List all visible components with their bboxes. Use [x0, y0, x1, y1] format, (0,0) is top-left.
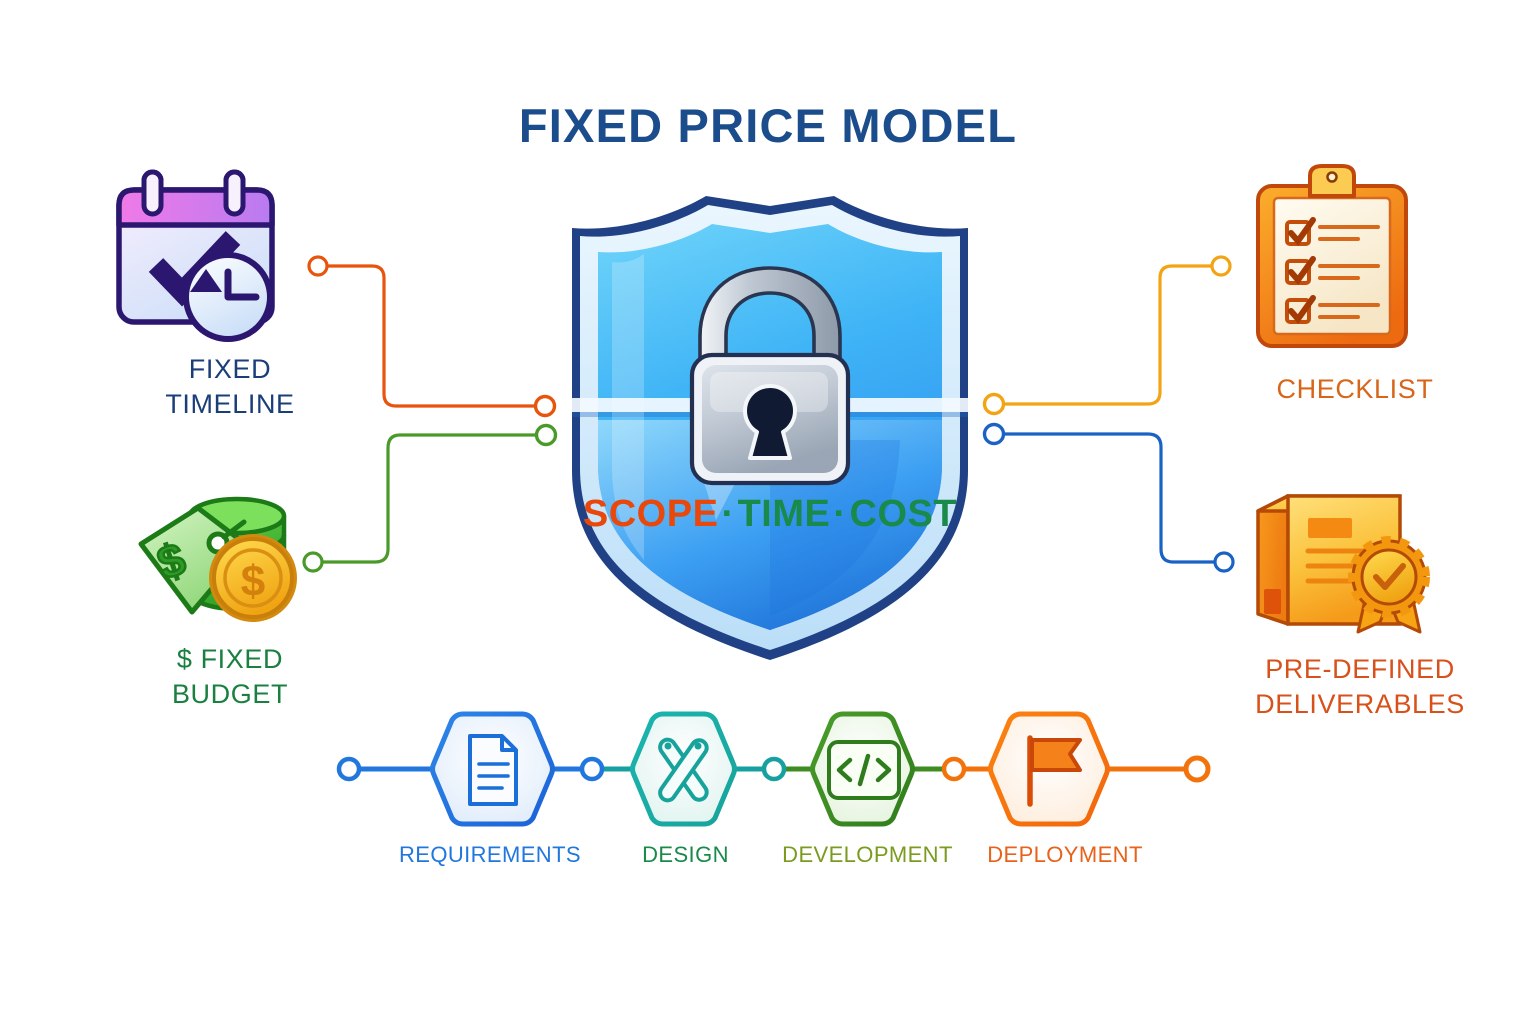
- connector-fixed-budget: [302, 423, 558, 573]
- pipeline-node-3: [941, 756, 967, 782]
- connector-node-deliverables-start: [982, 422, 1006, 446]
- pipeline-node-end: [1183, 755, 1211, 783]
- connector-node-timeline-start: [307, 255, 329, 277]
- feature-label-pre-defined-deliverables: PRE-DEFINED DELIVERABLES: [1255, 654, 1465, 719]
- connector-node-budget-end: [534, 423, 558, 447]
- connector-deliverables: [982, 422, 1235, 573]
- page-title: FIXED PRICE MODEL: [518, 99, 1018, 152]
- caption-separator-2: ·: [833, 493, 847, 535]
- pipeline-stage-design[interactable]: [630, 711, 737, 827]
- document-icon: [468, 734, 518, 806]
- pencil-ruler-icon: [658, 737, 709, 803]
- pipeline-label-design: DESIGN: [642, 842, 729, 867]
- flag-icon: [1027, 735, 1082, 807]
- connector-node-checklist-end: [1210, 255, 1232, 277]
- connector-node-deliverables-end: [1213, 551, 1235, 573]
- shield-lock-icon: [572, 196, 968, 660]
- connector-group: [302, 255, 1235, 573]
- pipeline-stage-requirements[interactable]: [430, 711, 555, 827]
- shield-caption: SCOPE·TIME·COST: [520, 493, 1020, 536]
- svg-text:$: $: [241, 557, 265, 606]
- caption-time: TIME: [737, 493, 831, 535]
- caption-separator-1: ·: [721, 493, 735, 535]
- pipeline-stage-deployment[interactable]: [988, 711, 1110, 827]
- package-certificate-icon: [1256, 494, 1430, 634]
- clipboard-checklist-icon: [1256, 164, 1408, 348]
- pipeline-group: [336, 711, 1211, 827]
- pipeline-node-1: [579, 756, 605, 782]
- pipeline-node-2: [761, 756, 787, 782]
- connector-checklist: [982, 255, 1232, 416]
- pipeline-label-deployment: DEPLOYMENT: [987, 842, 1143, 867]
- code-brackets-icon: [827, 740, 901, 800]
- connector-node-checklist-start: [982, 392, 1006, 416]
- pipeline-label-requirements: REQUIREMENTS: [398, 842, 582, 867]
- caption-scope: SCOPE: [582, 493, 719, 535]
- feature-label-fixed-timeline: FIXED TIMELINE: [165, 354, 295, 419]
- feature-label-checklist: CHECKLIST: [1276, 374, 1434, 404]
- connector-node-timeline-end: [533, 394, 557, 418]
- connector-node-budget-start: [302, 551, 324, 573]
- pipeline-label-development: DEVELOPMENT: [782, 842, 953, 867]
- calendar-clock-icon: [116, 169, 275, 342]
- pipeline-node-group: [336, 755, 1211, 783]
- pipeline-node-start: [336, 756, 362, 782]
- connector-fixed-timeline: [307, 255, 557, 418]
- money-coins-icon: $ $: [138, 496, 297, 622]
- pipeline-stage-development[interactable]: [810, 711, 915, 827]
- caption-cost: COST: [849, 493, 958, 535]
- feature-label-fixed-budget: $ FIXED BUDGET: [171, 644, 289, 709]
